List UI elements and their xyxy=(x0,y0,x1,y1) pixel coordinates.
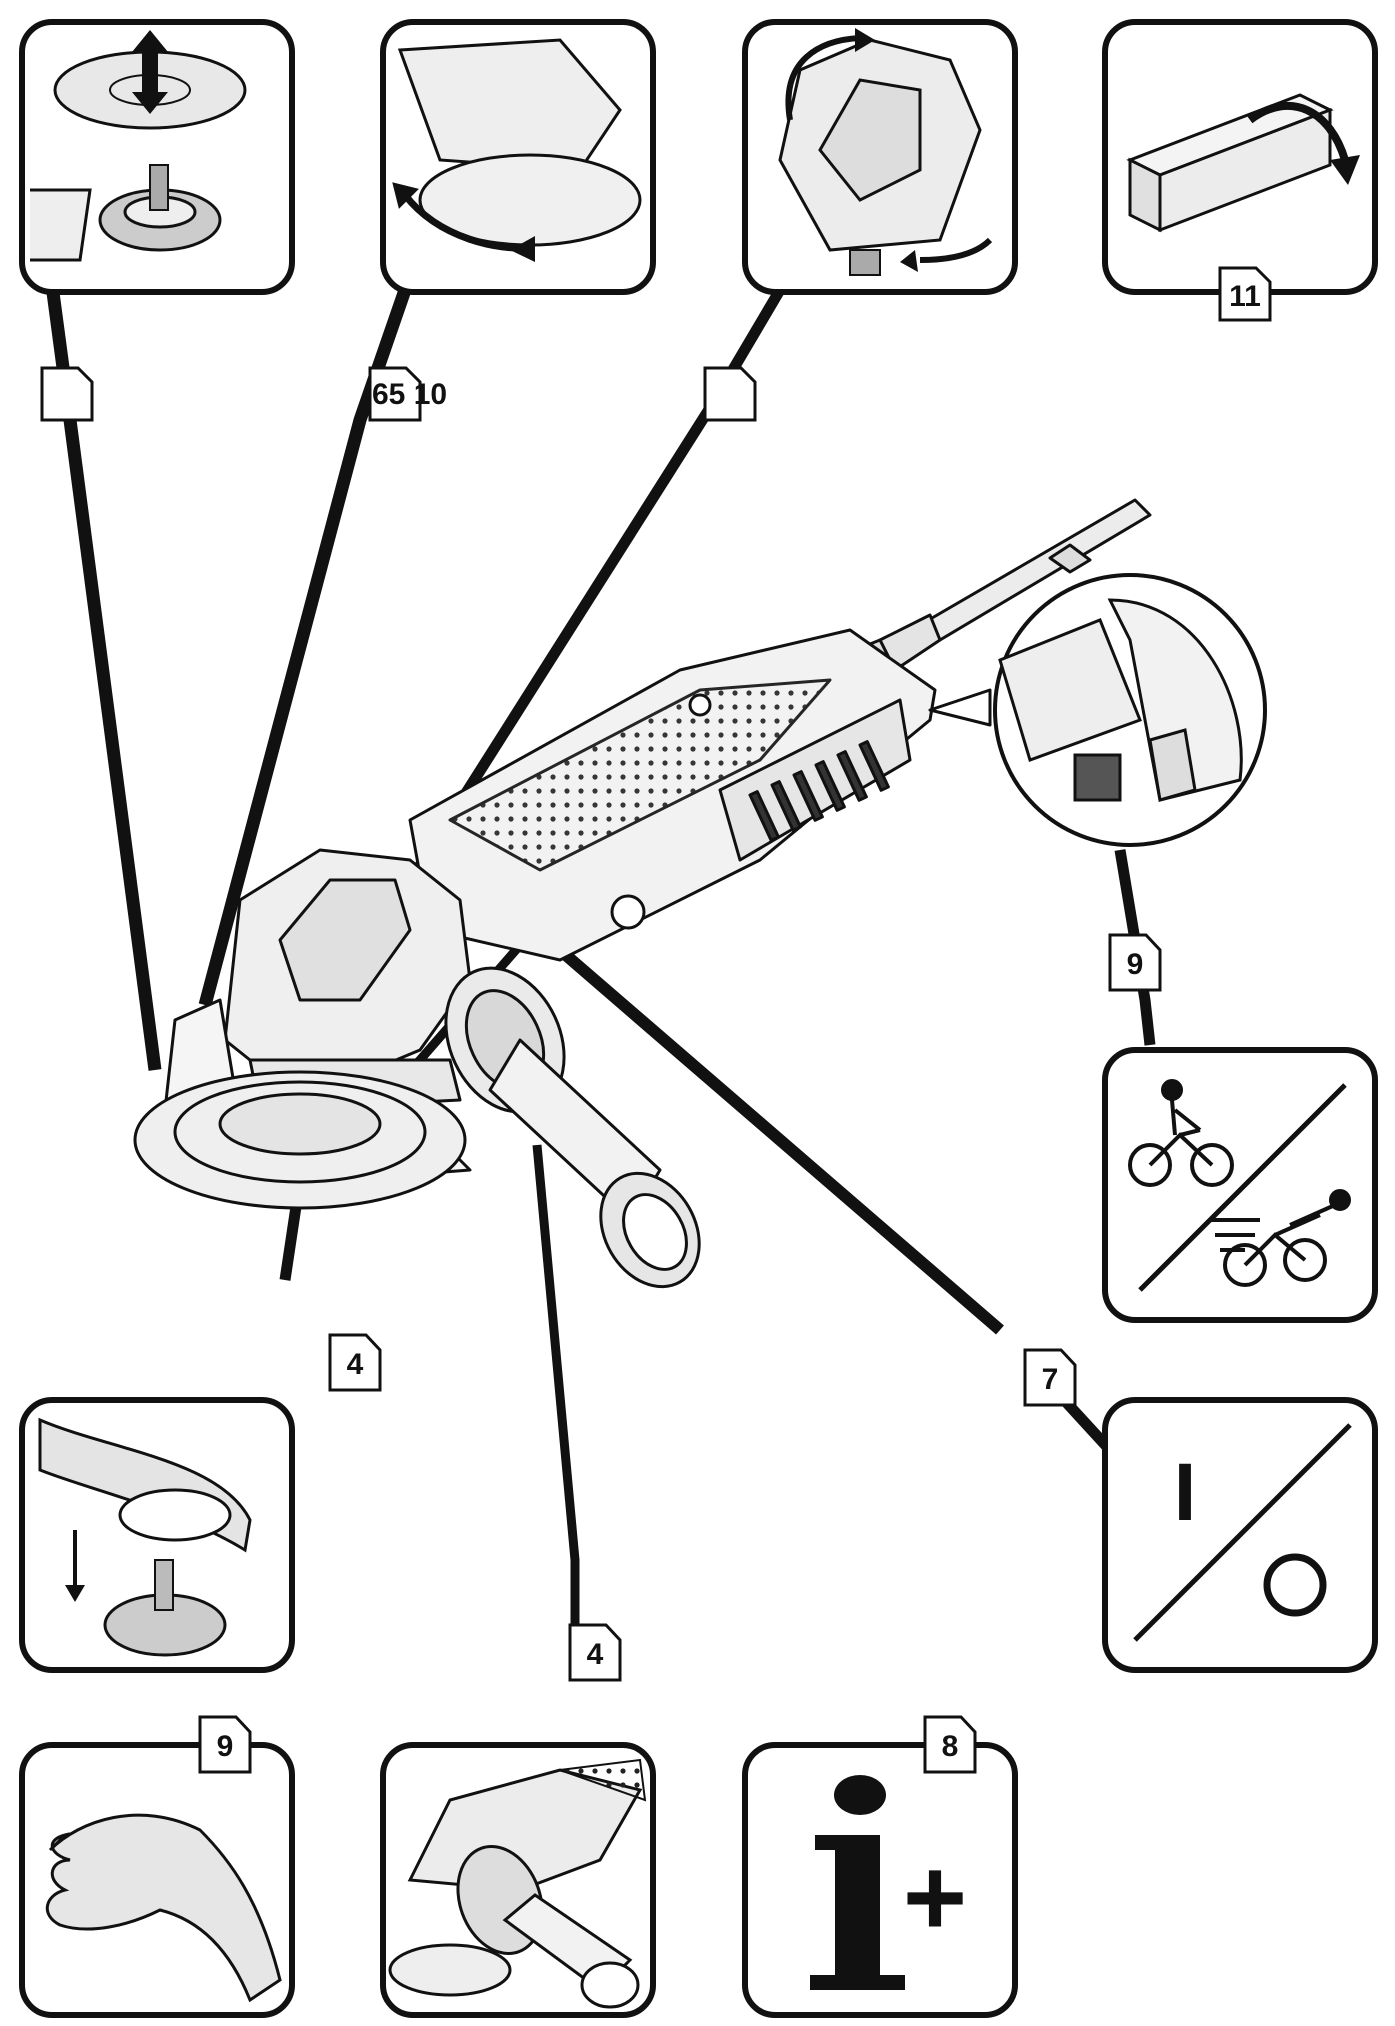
open-flap-arrow-icon xyxy=(1247,101,1349,162)
ref-on-off-switch: 7 xyxy=(1023,1348,1077,1407)
off-symbol xyxy=(1263,1553,1327,1617)
svg-text:7: 7 xyxy=(1042,1363,1059,1396)
ventilation-dots xyxy=(448,678,832,872)
hand-icon xyxy=(46,1813,282,2003)
panel-side-handle xyxy=(380,1742,656,2018)
side-handle xyxy=(488,1038,662,1222)
panel-disc-mount xyxy=(19,19,295,295)
vent-slots xyxy=(748,740,890,842)
speed-wheel-zoom xyxy=(993,573,1267,847)
up-down-arrow-icon xyxy=(132,30,168,114)
ref-side-handle: 4 xyxy=(568,1623,622,1682)
speed-wheel xyxy=(1073,753,1122,802)
slow-cyclist-icon xyxy=(1128,1079,1234,1187)
fast-cyclist-icon xyxy=(1210,1189,1351,1287)
ref-gearhead-rotate xyxy=(703,366,757,422)
ref-packaging: 11 xyxy=(1218,266,1272,322)
angle-grinder-illustration xyxy=(133,498,1152,1289)
ref-guard-fitting: 4 xyxy=(328,1333,382,1392)
ref-disc-mount xyxy=(40,366,94,422)
svg-text:65 10: 65 10 xyxy=(372,378,447,411)
panel-vibration-hand xyxy=(19,1742,295,2018)
svg-text:9: 9 xyxy=(1127,948,1144,981)
info-icon xyxy=(834,1775,886,1815)
ref-guard-adjust: 65 10 xyxy=(368,366,447,422)
panel-guard-fitting xyxy=(19,1397,295,1673)
panel-more-info: + xyxy=(742,1742,1018,2018)
panel-on-off-switch: I xyxy=(1102,1397,1378,1673)
svg-text:8: 8 xyxy=(942,1730,959,1763)
svg-text:4: 4 xyxy=(347,1348,364,1381)
panel-guard-adjust xyxy=(380,19,656,295)
panel-packaging xyxy=(1102,19,1378,295)
rotate-arrow-icon xyxy=(785,35,861,121)
on-symbol: I xyxy=(1174,1447,1197,1538)
svg-text:4: 4 xyxy=(587,1638,604,1671)
panel-gearhead-rotate xyxy=(742,19,1018,295)
brand-badge xyxy=(610,894,646,930)
ref-vibration-hand: 9 xyxy=(198,1715,252,1774)
svg-text:9: 9 xyxy=(217,1730,234,1763)
plus-symbol: + xyxy=(903,1836,967,1959)
ref-more-info: 8 xyxy=(923,1715,977,1774)
svg-text:11: 11 xyxy=(1229,280,1261,313)
panel-speed-selection xyxy=(1102,1047,1378,1323)
ref-speed-wheel: 9 xyxy=(1108,933,1162,992)
